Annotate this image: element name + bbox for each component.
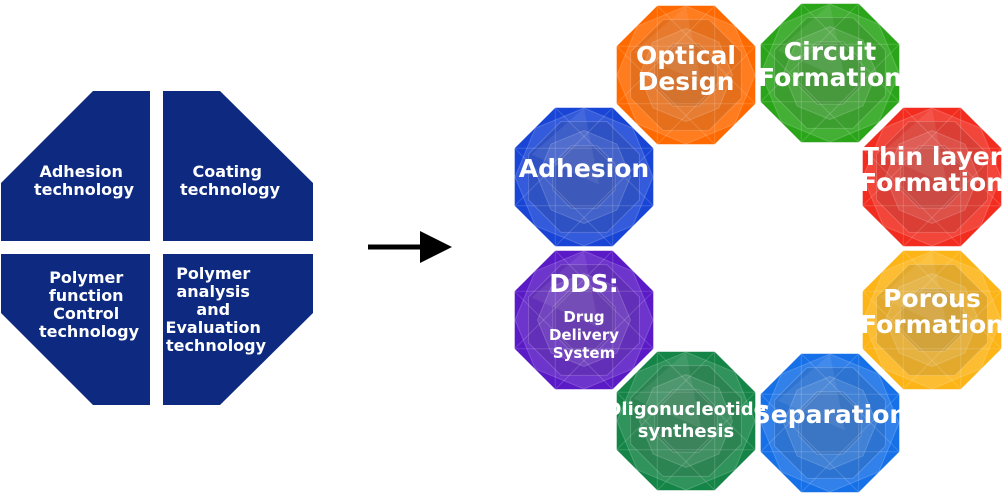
octagon-separation: Separation (753, 353, 907, 493)
octagon-adhesion: Adhesion (514, 107, 654, 247)
quadrant-label-polymer-analysis: Polymer analysis and Evaluation technolo… (166, 264, 267, 355)
octagon-shape (760, 353, 900, 493)
quadrant-label-polymer-function: Polymer function Control technology (39, 268, 140, 341)
octagon-shape (616, 351, 756, 491)
octagon-label: Separation (753, 400, 907, 429)
quadrant-polymer-analysis-evaluation-technology (163, 254, 313, 405)
right-arrow-icon (368, 231, 452, 263)
quadrant-coating-technology (163, 91, 313, 241)
octagon-shape (862, 107, 1002, 247)
octagon-shape (514, 107, 654, 247)
octagon-label: Adhesion (519, 154, 649, 183)
quadrant-polymer-function-control-technology (1, 254, 150, 405)
quadrant-adhesion-technology (1, 91, 150, 241)
octagon-shape (862, 250, 1002, 390)
quadrant-label-adhesion: Adhesion technology (34, 162, 135, 199)
octagon-shape (514, 250, 654, 390)
octagon-shape (760, 3, 900, 143)
quadrant-label-coating: Coating technology (180, 162, 281, 199)
octagon-shape (616, 5, 756, 145)
technology-octagon: Adhesion technology Coating technology P… (1, 91, 313, 405)
